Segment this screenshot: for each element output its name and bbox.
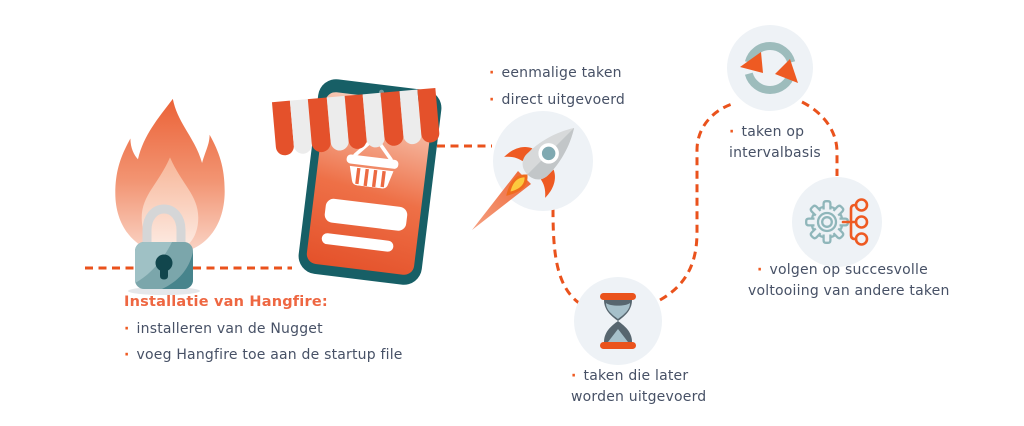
phone-screen: [305, 91, 434, 276]
bullet-dot: ·: [124, 347, 130, 363]
bullet-dot: ·: [489, 91, 495, 108]
padlock-icon: [135, 204, 193, 289]
label-text: voltooiing van andere taken: [748, 283, 950, 299]
rocket-icon: [472, 127, 575, 230]
label-text: volgen op succesvolle: [769, 262, 928, 278]
shopping-basket-icon: [346, 135, 399, 189]
label-line: · direct uitgevoerd: [489, 87, 625, 114]
hourglass-circle: [574, 277, 662, 365]
gear-label: · volgen op succesvolle voltooiing van an…: [748, 260, 950, 302]
rocket-label: · eenmalige taken · direct uitgevoerd: [489, 60, 625, 113]
refresh-circle: [727, 25, 813, 111]
bullet-dot: ·: [757, 262, 763, 278]
hourglass-label: · taken die later worden uitgevoerd: [571, 366, 706, 408]
label-line: · volgen op succesvolle: [748, 260, 950, 281]
screen-content-bar: [323, 197, 409, 232]
connector-hourglass-to-refresh: [659, 101, 736, 302]
label-text: intervalbasis: [729, 145, 821, 161]
label-text: taken op: [741, 124, 805, 140]
label-text: worden uitgevoerd: [571, 389, 707, 405]
install-item: · voeg Hangfire toe aan de startup file: [124, 342, 403, 369]
bullet-dot: ·: [729, 124, 735, 140]
smartphone-illustration: [296, 77, 444, 287]
bullet-dot: ·: [489, 65, 495, 81]
refresh-label: · taken op intervalbasis: [729, 122, 821, 164]
label-text: eenmalige taken: [501, 65, 622, 81]
label-line: · taken op: [729, 122, 821, 143]
bullet-dot: ·: [571, 368, 577, 384]
bullet-dot: ·: [124, 320, 130, 337]
install-item-text: installeren van de Nugget: [136, 320, 323, 337]
label-line: · taken die later: [571, 366, 706, 387]
label-line: intervalbasis: [729, 143, 821, 164]
label-text: direct uitgevoerd: [501, 91, 626, 108]
screen-content-bar: [321, 232, 394, 253]
install-text-block: Installatie van Hangfire: · installeren v…: [124, 289, 403, 369]
label-line: voltooiing van andere taken: [748, 281, 950, 302]
gear-flow-icon: [805, 198, 869, 246]
hourglass-icon: [600, 293, 636, 349]
sync-arrows-icon: [740, 42, 798, 94]
gear-circle: [792, 177, 882, 267]
label-text: taken die later: [583, 368, 689, 384]
lock-shadow: [128, 287, 200, 295]
label-line: · eenmalige taken: [489, 60, 625, 87]
install-item: · installeren van de Nugget: [124, 316, 403, 343]
label-line: worden uitgevoerd: [571, 387, 706, 408]
install-title: Installatie van Hangfire:: [124, 294, 328, 310]
install-item-text: voeg Hangfire toe aan de startup file: [136, 347, 403, 363]
